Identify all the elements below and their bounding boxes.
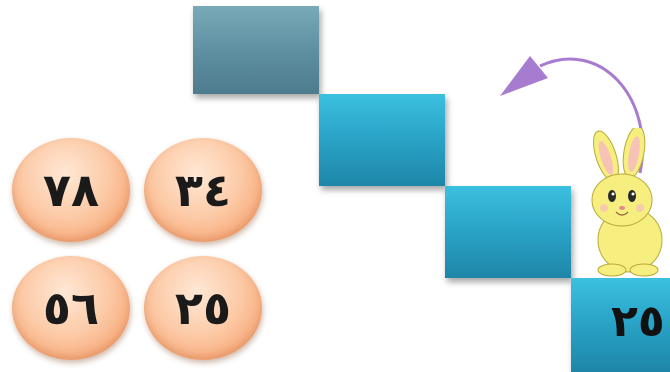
stair-step-2 — [319, 94, 445, 186]
step-number: ٢٥ — [611, 296, 665, 347]
answer-bubble[interactable]: ٣٤ — [144, 138, 262, 242]
answer-bubble[interactable]: ٧٨ — [12, 138, 130, 242]
stair-step-1 — [193, 6, 319, 94]
stair-step-4: ٢٥ — [571, 278, 670, 372]
answer-bubble-label: ٥٦ — [42, 281, 100, 335]
answer-bubble[interactable]: ٥٦ — [12, 256, 130, 360]
answer-bubble[interactable]: ٢٥ — [144, 256, 262, 360]
answer-bubble-label: ٣٤ — [174, 163, 232, 217]
answer-bubble-label: ٧٨ — [42, 163, 100, 217]
bunny-character — [591, 128, 663, 277]
answer-bubble-label: ٢٥ — [174, 281, 232, 335]
stair-step-3 — [445, 186, 571, 278]
